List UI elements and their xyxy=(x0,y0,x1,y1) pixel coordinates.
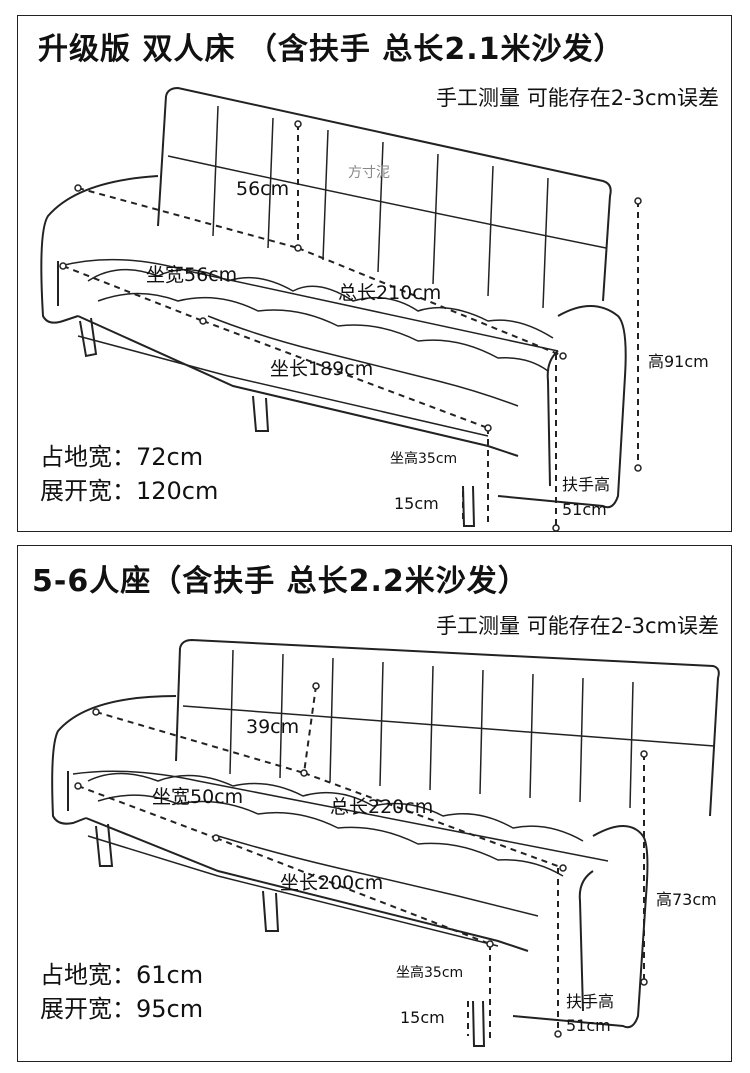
floor-width-spec: 占地宽：72cm xyxy=(40,443,204,471)
panel-subtitle: 手工测量 可能存在2-3cm误差 xyxy=(436,614,719,638)
panel-subtitle: 手工测量 可能存在2-3cm误差 xyxy=(436,86,719,110)
watermark: 方寸泥 xyxy=(348,165,390,181)
sofa-panel-2-2m: 5-6人座（含扶手 总长2.2米沙发） 手工测量 可能存在2-3cm误差 xyxy=(17,545,732,1062)
seat-length-label: 坐长200cm xyxy=(280,872,384,894)
unfold-width-spec: 展开宽：120cm xyxy=(40,477,219,505)
sofa-panel-2-1m: 升级版 双人床 （含扶手 总长2.1米沙发） 手工测量 可能存在2-3cm误差 xyxy=(17,15,732,532)
panel-title: 5-6人座（含扶手 总长2.2米沙发） xyxy=(32,564,529,599)
height-label: 高91cm xyxy=(648,352,709,371)
seat-length-label: 坐长189cm xyxy=(270,358,374,380)
armrest-height-value: 51cm xyxy=(562,500,607,519)
panel-title: 升级版 双人床 （含扶手 总长2.1米沙发） xyxy=(38,32,625,67)
seat-height-label: 坐高35cm xyxy=(396,965,464,981)
armrest-height-label: 扶手高 xyxy=(566,992,615,1011)
height-label: 高73cm xyxy=(656,890,717,909)
spec-block: 占地宽：72cm 展开宽：120cm xyxy=(40,440,218,508)
armrest-height-value: 51cm xyxy=(566,1016,611,1035)
leg-height-label: 15cm xyxy=(394,494,439,513)
floor-width-spec: 占地宽：61cm xyxy=(40,961,204,989)
armrest-height-label: 扶手高 xyxy=(562,475,611,494)
seat-width-label: 坐宽50cm xyxy=(152,786,244,808)
seat-width-label: 坐宽56cm xyxy=(146,264,238,286)
seat-height-label: 坐高35cm xyxy=(390,451,458,467)
total-length-label: 总长210cm xyxy=(338,282,442,304)
leg-height-label: 15cm xyxy=(400,1008,445,1027)
back-height-label: 56cm xyxy=(236,178,290,200)
back-height-label: 39cm xyxy=(246,716,300,738)
sofa-drawing xyxy=(40,86,642,532)
sofa-drawing xyxy=(51,638,720,1047)
unfold-width-spec: 展开宽：95cm xyxy=(40,995,204,1023)
spec-block: 占地宽：61cm 展开宽：95cm xyxy=(40,958,203,1026)
total-length-label: 总长220cm xyxy=(330,796,434,818)
